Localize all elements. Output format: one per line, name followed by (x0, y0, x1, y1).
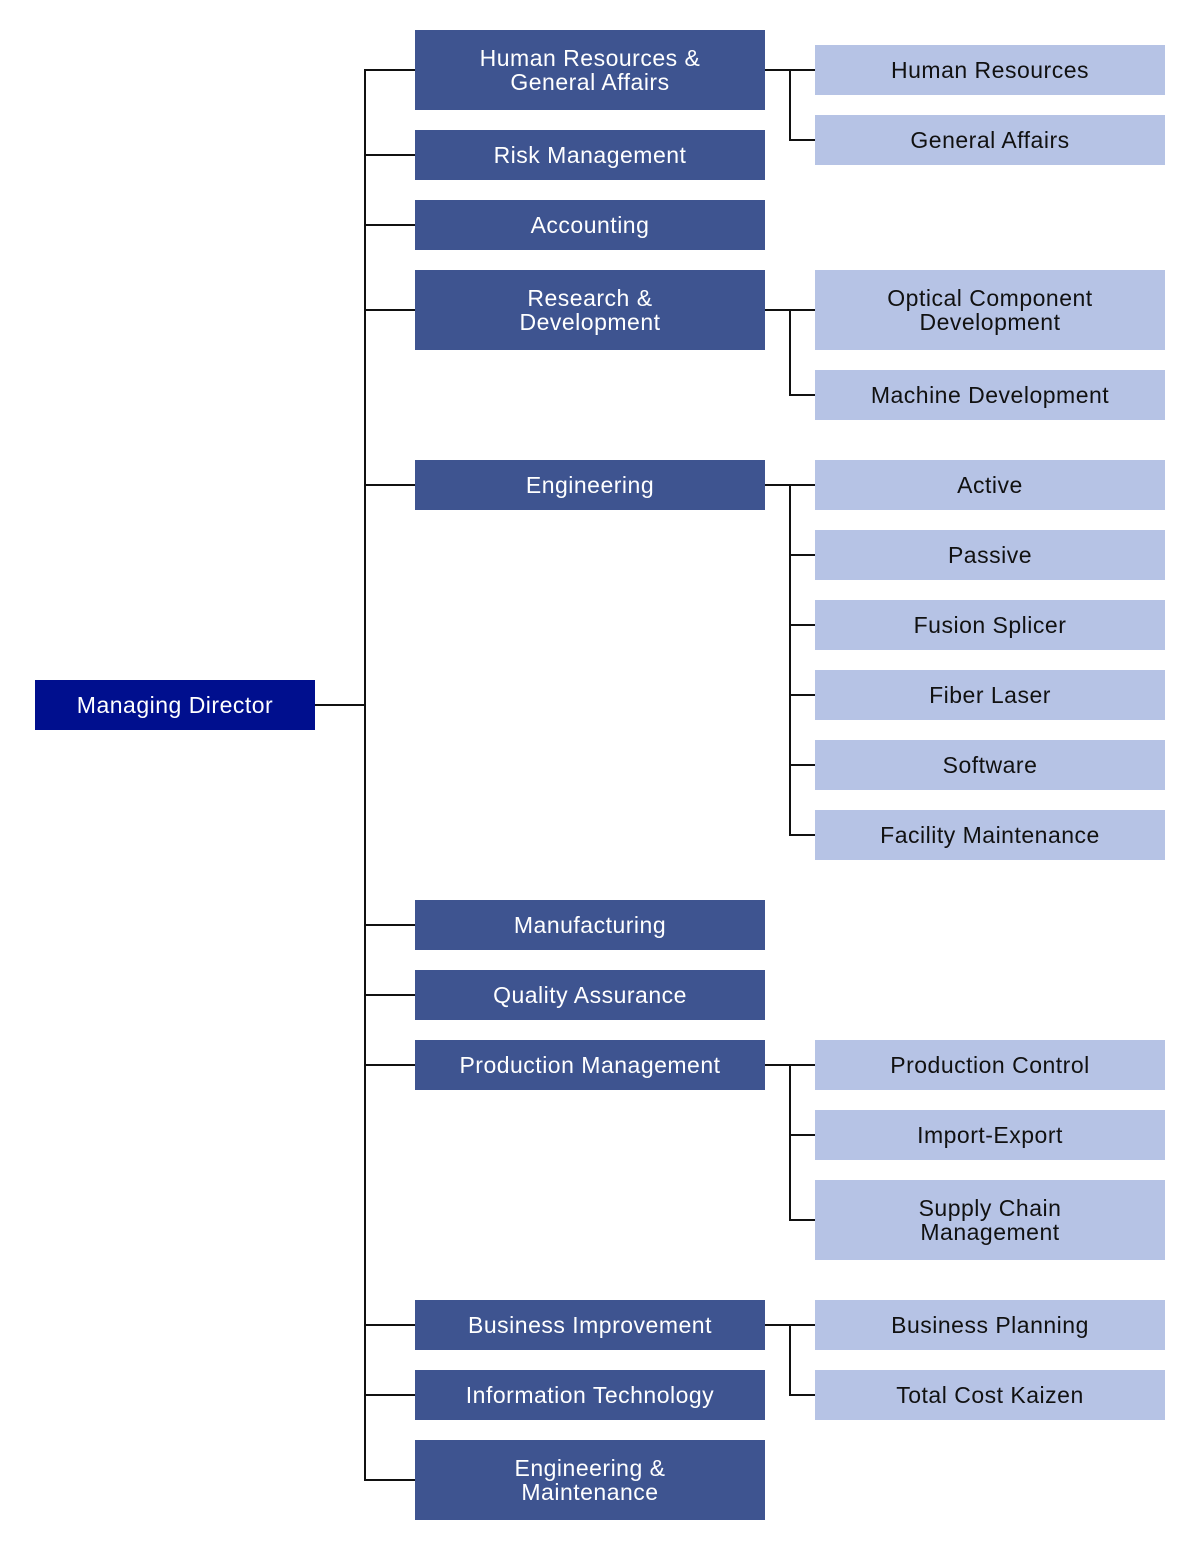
node-dept-risk-management: Risk Management (415, 130, 765, 180)
node-sub-machine-development: Machine Development (815, 370, 1165, 420)
node-sub-production-control: Production Control (815, 1040, 1165, 1090)
node-dept-information-technology: Information Technology (415, 1370, 765, 1420)
node-sub-fusion-splicer: Fusion Splicer (815, 600, 1165, 650)
node-dept-research-development: Research & Development (415, 270, 765, 350)
node-sub-optical-component-dev: Optical Component Development (815, 270, 1165, 350)
node-managing-director: Managing Director (35, 680, 315, 730)
node-sub-supply-chain-management: Supply Chain Management (815, 1180, 1165, 1260)
node-sub-active: Active (815, 460, 1165, 510)
node-dept-hr-general-affairs: Human Resources & General Affairs (415, 30, 765, 110)
node-sub-human-resources: Human Resources (815, 45, 1165, 95)
node-sub-business-planning: Business Planning (815, 1300, 1165, 1350)
node-dept-manufacturing: Manufacturing (415, 900, 765, 950)
node-sub-import-export: Import-Export (815, 1110, 1165, 1160)
node-sub-passive: Passive (815, 530, 1165, 580)
node-dept-business-improvement: Business Improvement (415, 1300, 765, 1350)
node-dept-engineering: Engineering (415, 460, 765, 510)
node-dept-production-management: Production Management (415, 1040, 765, 1090)
node-sub-general-affairs: General Affairs (815, 115, 1165, 165)
node-dept-engineering-maintenance: Engineering & Maintenance (415, 1440, 765, 1520)
node-sub-fiber-laser: Fiber Laser (815, 670, 1165, 720)
node-sub-facility-maintenance: Facility Maintenance (815, 810, 1165, 860)
node-sub-total-cost-kaizen: Total Cost Kaizen (815, 1370, 1165, 1420)
node-sub-software: Software (815, 740, 1165, 790)
node-dept-accounting: Accounting (415, 200, 765, 250)
node-dept-quality-assurance: Quality Assurance (415, 970, 765, 1020)
